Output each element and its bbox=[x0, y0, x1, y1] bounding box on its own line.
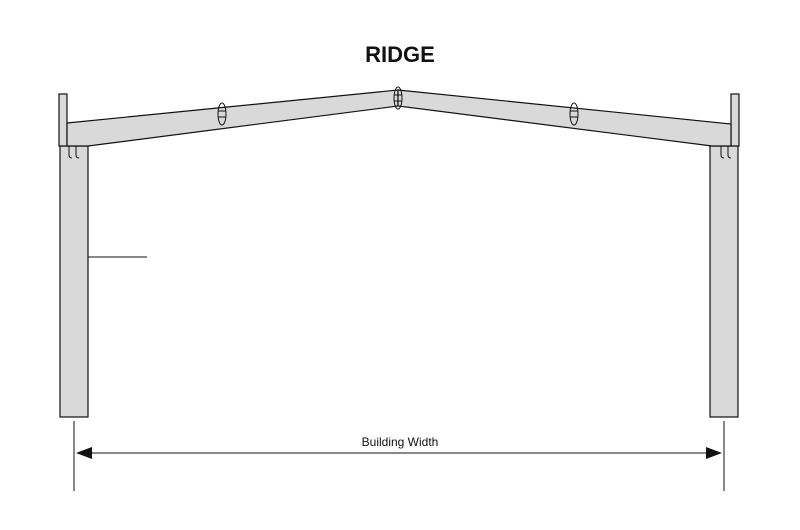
left-column bbox=[59, 145, 89, 418]
right-arrowhead bbox=[706, 447, 722, 459]
right-column bbox=[709, 145, 739, 418]
left-rafter bbox=[66, 89, 399, 147]
right-knee-bolts bbox=[709, 145, 735, 159]
left-end-plate bbox=[58, 93, 68, 147]
left-knee-bolts bbox=[64, 145, 90, 159]
left-arrowhead bbox=[76, 447, 92, 459]
ridge-title: RIDGE bbox=[365, 42, 435, 67]
left-rafter-splice bbox=[217, 102, 227, 126]
building-width-label: Building Width bbox=[362, 435, 439, 449]
ridge-splice bbox=[393, 86, 403, 110]
right-rafter bbox=[397, 89, 732, 147]
right-rafter-splice bbox=[569, 102, 579, 126]
right-end-plate bbox=[730, 93, 740, 147]
